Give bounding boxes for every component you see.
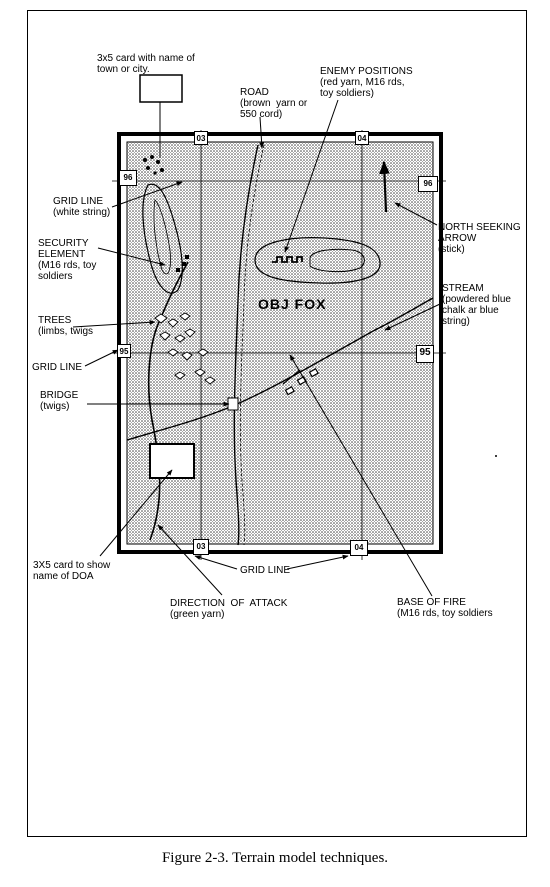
label-north-arrow: NORTH SEEKING ARROW (stick) (438, 222, 521, 255)
enemy-contour-outer (254, 237, 381, 284)
enemy-contour-inner (309, 248, 365, 273)
label-road: ROAD (brown yarn or 550 cord) (240, 87, 308, 120)
grid-number-top-04: 04 (355, 131, 369, 145)
label-card-town: 3x5 card with name of town or city. (97, 53, 195, 75)
grid-number-right-96: 96 (418, 176, 438, 192)
town-card (139, 74, 183, 103)
label-grid-line-left: GRID LINE (32, 362, 83, 373)
label-grid-line-bottom: GRID LINE (240, 565, 291, 576)
label-security-element: SECURITY ELEMENT (M16 rds, toy soldiers (38, 238, 97, 282)
base-of-fire-line (282, 369, 301, 385)
callout-lines (72, 99, 441, 597)
label-bridge: BRIDGE (twigs) (40, 390, 79, 412)
bridge (227, 397, 239, 411)
label-enemy-positions: ENEMY POSITIONS (red yarn, M16 rds, toy … (320, 66, 413, 99)
grid-number-right-95: 95 (416, 345, 434, 363)
objective-label: OBJ FOX (258, 296, 327, 312)
label-card-doa: 3X5 card to show name of DOA (33, 560, 111, 582)
grid-number-top-03: 03 (194, 131, 208, 145)
security-element-contour (142, 183, 183, 294)
soldier-markers (143, 155, 189, 272)
grid-number-bottom-03: 03 (193, 539, 209, 555)
grid-number-left-95: 95 (117, 344, 131, 358)
grid-number-left-96: 96 (119, 170, 137, 186)
enemy-trench (272, 256, 303, 263)
figure-caption: Figure 2-3. Terrain model techniques. (161, 850, 389, 866)
trees (154, 312, 216, 385)
label-stream: STREAM (powdered blue chalk ar blue stri… (442, 283, 511, 327)
label-grid-line-top: GRID LINE (white string) (53, 196, 111, 218)
direction-of-attack-path (147, 261, 189, 541)
doa-card (149, 443, 195, 479)
base-of-fire-markers (284, 367, 319, 396)
road-edge (239, 144, 265, 546)
label-direction-of-attack: DIRECTION OF ATTACK (green yarn) (170, 598, 288, 620)
terrain-board-outer (117, 132, 443, 554)
terrain-board-surface (126, 141, 434, 545)
grid-number-bottom-04: 04 (350, 540, 368, 556)
label-trees: TREES (limbs, twigs (38, 315, 94, 337)
road (233, 144, 259, 546)
north-arrow-stick (379, 160, 390, 213)
label-base-of-fire: BASE OF FIRE (M16 rds, toy soldiers (397, 597, 493, 619)
security-element-inner (153, 199, 171, 275)
